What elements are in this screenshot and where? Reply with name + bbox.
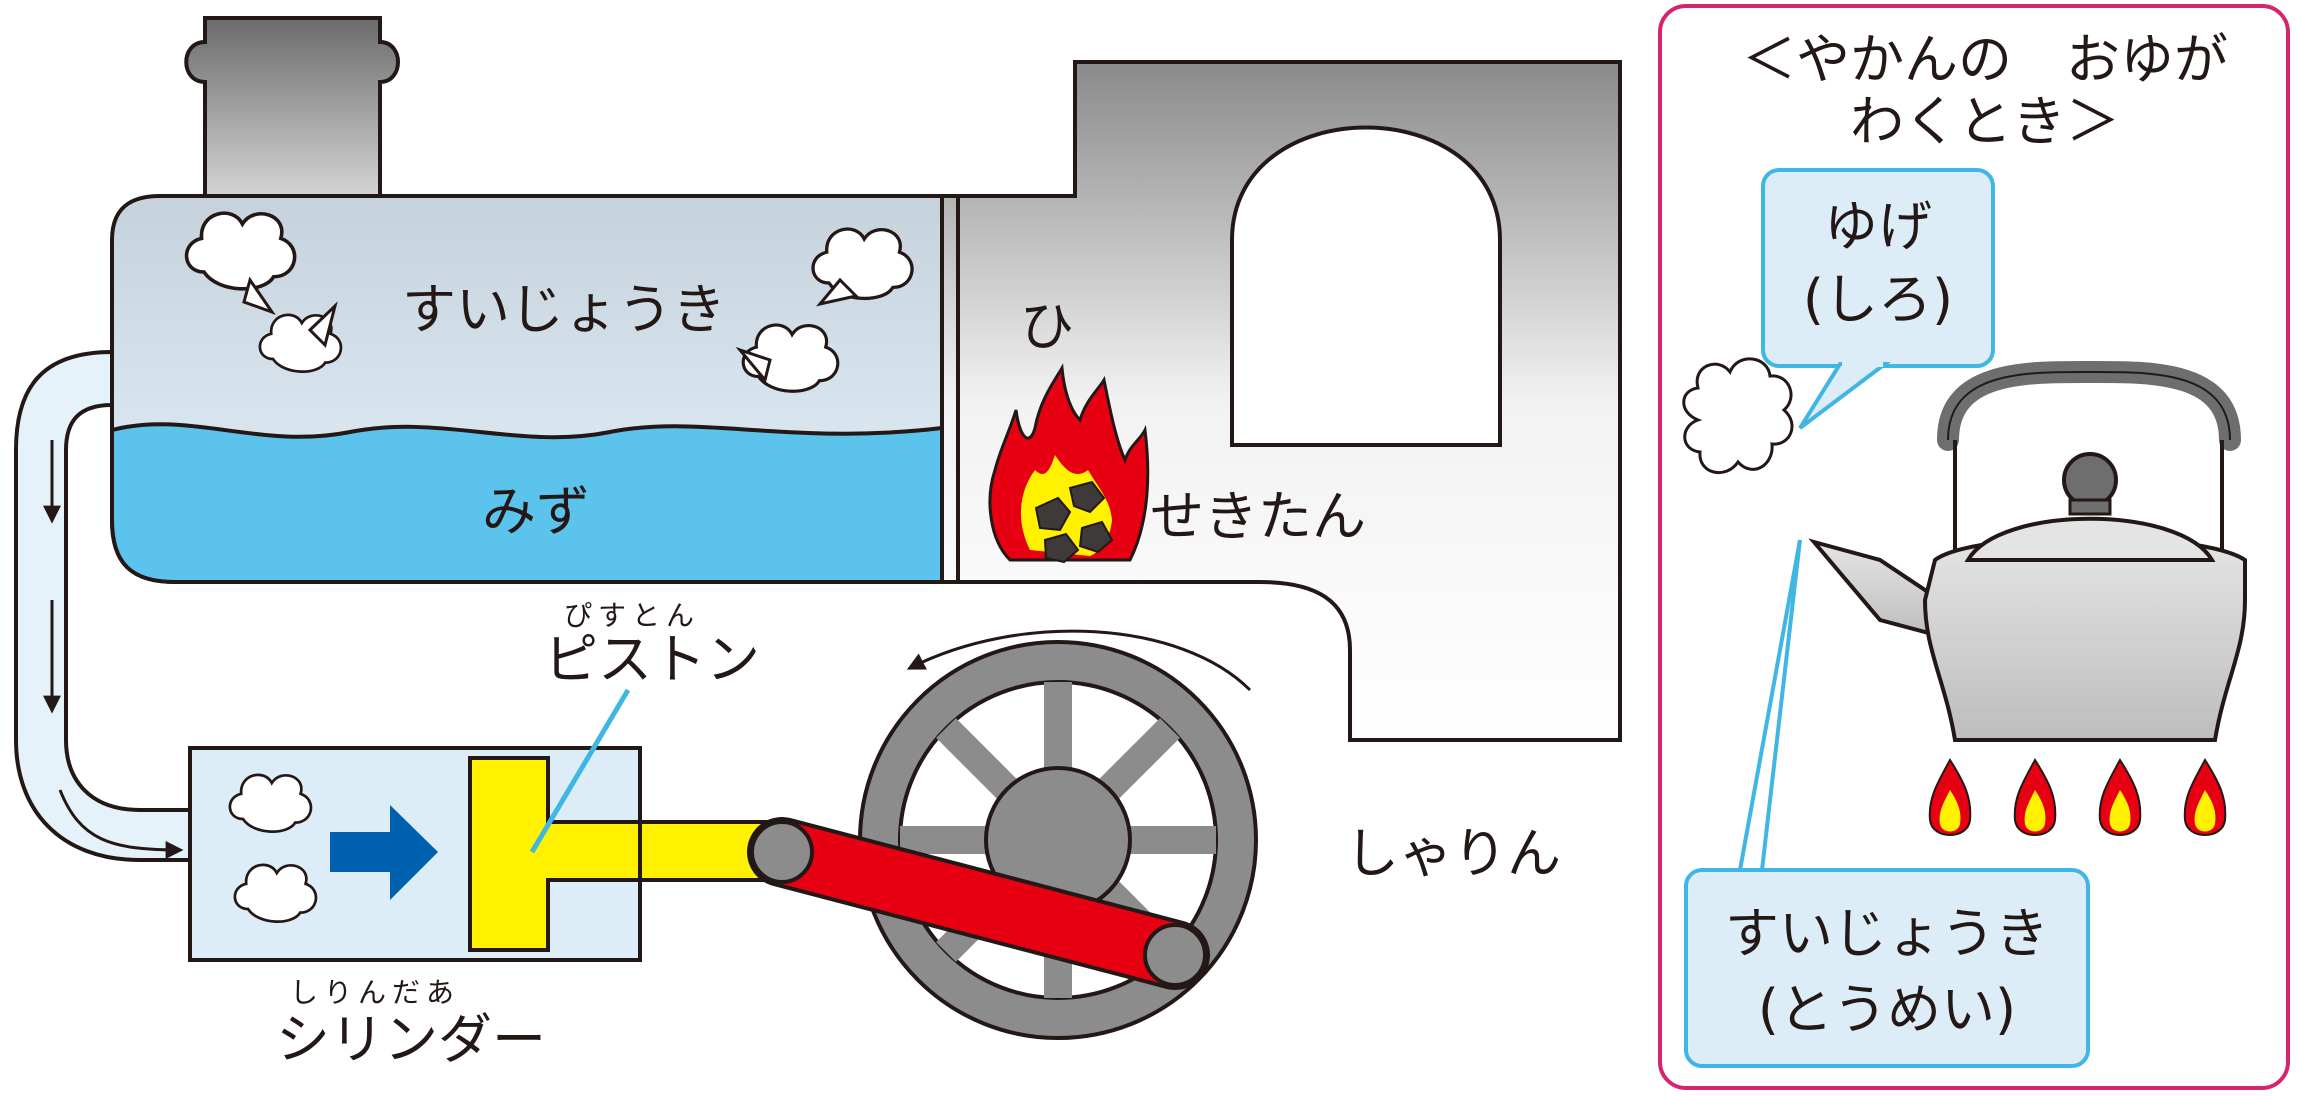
vapor-cloud [1682, 357, 1794, 474]
cylinder-ruby: しりんだあ [290, 976, 460, 1009]
steam-callout [1684, 868, 2090, 1068]
piston-ruby: ぴすとん [564, 599, 700, 632]
piston-label: ピストン [544, 628, 760, 691]
cylinder-label: シリンダー [276, 1008, 546, 1071]
vapor-label-line2: (しろ) [1803, 268, 1953, 331]
push-arrow [330, 805, 438, 900]
fire-coal [988, 363, 1150, 564]
panel-title-line1: ＜やかんの おゆが [1742, 28, 2228, 91]
water [110, 422, 944, 584]
coal-label: せきたん [1150, 485, 1366, 548]
piston-leader [529, 688, 631, 854]
piston-head [468, 756, 642, 952]
wheel-label: しゃりん [1345, 822, 1561, 885]
steam-callout-line2: (とうめい) [1758, 978, 2016, 1041]
connecting-rod [747, 817, 1210, 990]
steam-label: すいじょうき [402, 278, 726, 341]
cab-window [1230, 125, 1502, 447]
steam-leader-2 [1760, 539, 1802, 871]
steam-callout-line1: すいじょうき [1725, 902, 2049, 965]
panel-title-line2: わくとき＞ [1850, 90, 2120, 153]
steam-pipe [14, 349, 192, 862]
kettle [1808, 360, 2247, 742]
vapor-label-line1: ゆげ [1824, 195, 1932, 258]
chimney [184, 16, 400, 198]
steam-leader-1 [1738, 539, 1802, 871]
flow-arrow-3 [58, 789, 184, 859]
water-label: みず [482, 480, 590, 543]
rotation-arrow [906, 629, 1252, 692]
fire-label: ひ [1020, 295, 1074, 358]
